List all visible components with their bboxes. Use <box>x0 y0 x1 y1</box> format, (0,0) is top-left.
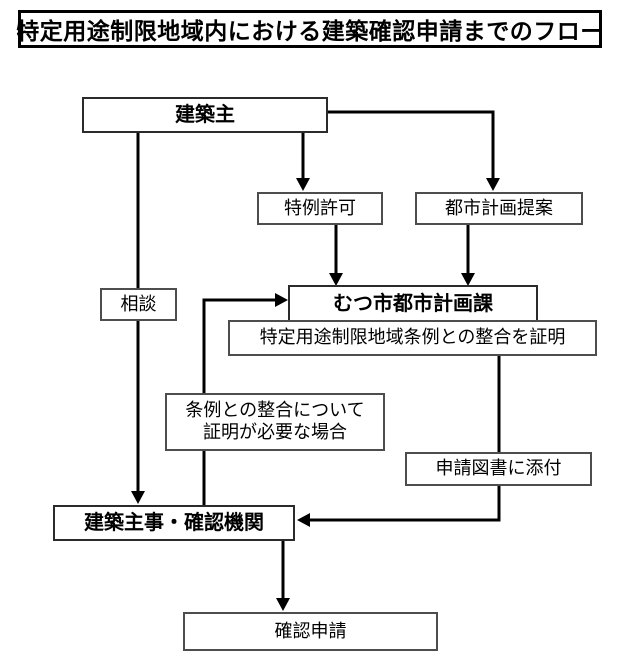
connector-owner-to-city-plan-proposal <box>328 110 495 180</box>
node-conformity-note: 条例との整合について 証明が必要な場合 <box>165 393 385 451</box>
arrowhead-down-icon <box>486 178 500 191</box>
node-consultation-label: 相談 <box>100 288 177 321</box>
node-confirmation-application: 確認申請 <box>183 612 438 651</box>
node-certify-conformity: 特定用途制限地域条例との整合を証明 <box>228 320 597 356</box>
node-city-plan-proposal: 都市計画提案 <box>415 192 583 225</box>
arrowhead-left-icon <box>297 513 310 527</box>
connector-certify-to-official <box>309 355 501 522</box>
arrowhead-down-icon <box>131 491 145 504</box>
node-attach-to-documents: 申請図書に添付 <box>405 452 592 486</box>
arrowhead-right-icon <box>275 293 288 307</box>
arrowhead-down-icon <box>276 598 290 611</box>
conformity-note-line1: 条例との整合について <box>185 400 365 421</box>
arrowhead-down-icon <box>329 273 343 286</box>
node-mutsu-city-planning-division: むつ市都市計画課 <box>288 285 538 322</box>
node-special-permission: 特例許可 <box>257 192 383 225</box>
conformity-note-line2: 証明が必要な場合 <box>203 422 347 442</box>
arrowhead-down-icon <box>461 273 475 286</box>
node-building-owner: 建築主 <box>82 97 328 133</box>
arrowhead-down-icon <box>296 178 310 191</box>
diagram-title: 特定用途制限地域内における建築確認申請までのフロー <box>16 10 603 48</box>
node-building-official: 建築主事・確認機関 <box>53 505 295 541</box>
